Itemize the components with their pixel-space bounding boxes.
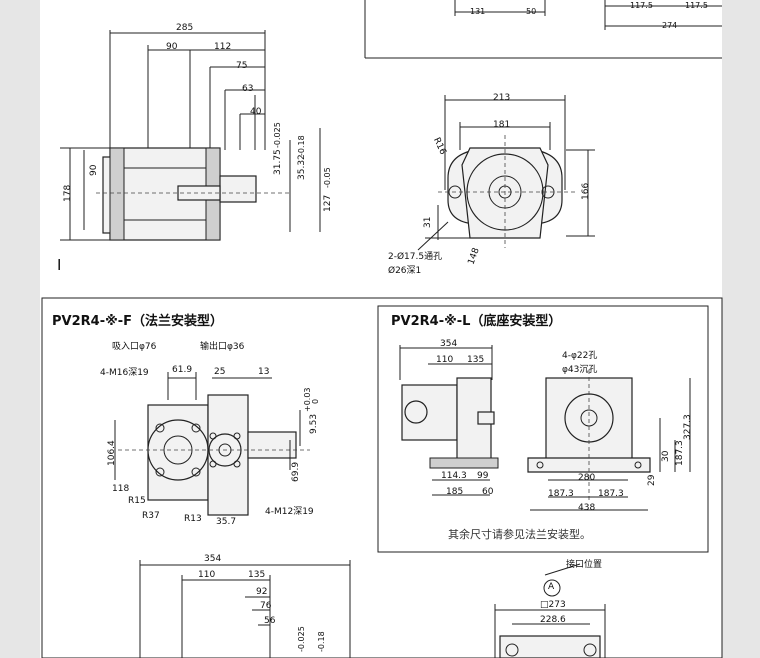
dim-187-3-a: 187.3: [548, 489, 574, 499]
bottom-tol-a: -0.025: [297, 626, 306, 652]
dim-29: 29: [647, 474, 657, 486]
dim-280: 280: [578, 473, 596, 483]
bottom-dim-56: 56: [264, 616, 276, 626]
dim-60: 60: [482, 487, 494, 497]
dim-354: 354: [440, 339, 458, 349]
dim-114-3: 114.3: [441, 471, 467, 481]
discharge-port-label: 输出口φ36: [200, 342, 245, 352]
bottom-dim-110: 110: [198, 570, 216, 580]
dim-40: 40: [250, 107, 262, 117]
bottom-partial-views: [139, 560, 606, 658]
foot-counterbore-label: φ43沉孔: [562, 365, 598, 375]
front-view-pump: [417, 95, 595, 251]
dim-110: 110: [436, 355, 454, 365]
dim-135: 135: [467, 355, 485, 365]
dim-square-273: □273: [540, 600, 566, 610]
dim-9-53: 9.53: [309, 413, 319, 434]
m16-thread-label: 4-M16深19: [100, 368, 149, 378]
dim-127-tol: -0.05: [323, 167, 332, 188]
port-position-label: 接口位置: [566, 560, 603, 570]
right-gray-margin: [722, 0, 760, 658]
dim-185: 185: [446, 487, 464, 497]
dim-R37: R37: [142, 511, 160, 521]
dim-327-3: 327.3: [683, 414, 693, 440]
dim-166: 166: [581, 182, 591, 200]
foot-title: PV2R4-※-L（底座安装型）: [391, 314, 562, 329]
dim-31: 31: [423, 216, 433, 228]
dim-R15: R15: [128, 496, 146, 506]
dim-90: 90: [166, 42, 178, 52]
top-right-partial-view: [364, 0, 722, 59]
hole-note-through: 2-Ø17.5通孔: [388, 252, 443, 262]
corner-mark: I: [57, 256, 62, 274]
dim-118: 118: [112, 484, 130, 494]
dim-25: 25: [214, 367, 226, 377]
dim-50: 50: [526, 7, 537, 16]
dim-181: 181: [493, 120, 511, 130]
dim-99: 99: [477, 471, 489, 481]
dim-131: 131: [470, 7, 486, 16]
dim-285: 285: [176, 23, 194, 33]
dim-69-9: 69.9: [291, 461, 301, 482]
dim-274: 274: [662, 21, 678, 30]
dim-13: 13: [258, 367, 270, 377]
dim-30: 30: [661, 450, 671, 462]
dim-9-53-tol-zero: 0: [311, 398, 320, 404]
dim-438: 438: [578, 503, 596, 513]
dim-63: 63: [242, 84, 254, 94]
dim-213: 213: [493, 93, 511, 103]
dim-112: 112: [214, 42, 232, 52]
foot-mount-drawing: [377, 305, 709, 553]
foot-note: 其余尺寸请参见法兰安装型。: [448, 528, 591, 541]
foot-hole-label: 4-φ22孔: [562, 351, 598, 361]
bottom-dim-76: 76: [260, 601, 272, 611]
bottom-dim-92: 92: [256, 587, 268, 597]
hole-note-counterbore: Ø26深1: [388, 266, 422, 276]
dim-228-6: 228.6: [540, 615, 566, 625]
flange-title: PV2R4-※-F（法兰安装型）: [52, 314, 223, 329]
dim-31-75: 31.75: [273, 149, 283, 175]
dim-31-75-tol: -0.025: [273, 122, 282, 148]
port-marker-A: A: [548, 582, 555, 592]
dim-117-5-b: 117.5: [685, 1, 708, 10]
dim-187-3-b: 187.3: [598, 489, 624, 499]
dim-35-7: 35.7: [216, 517, 237, 527]
dim-75: 75: [236, 61, 248, 71]
suction-port-label: 吸入口φ76: [112, 342, 157, 352]
m12-thread-label: 4-M12深19: [265, 507, 314, 517]
dim-178: 178: [63, 184, 73, 202]
flange-mount-drawing: [41, 297, 723, 658]
bottom-dim-354: 354: [204, 554, 222, 564]
dim-61-9: 61.9: [172, 365, 193, 375]
dim-127: 127: [323, 194, 333, 212]
bottom-dim-135: 135: [248, 570, 266, 580]
dim-117-5-a: 117.5: [630, 1, 653, 10]
dim-106-4: 106.4: [107, 440, 117, 466]
bottom-tol-b: -0.18: [317, 631, 326, 652]
side-view-pump: [60, 30, 321, 241]
left-gray-margin: [0, 0, 40, 658]
dim-90-height: 90: [89, 164, 99, 176]
dim-35-32-tol: -0.18: [297, 135, 306, 156]
dim-187-3-height: 187.3: [675, 440, 685, 466]
dim-R13: R13: [184, 514, 202, 524]
dim-35-32: 35.32: [297, 154, 307, 180]
